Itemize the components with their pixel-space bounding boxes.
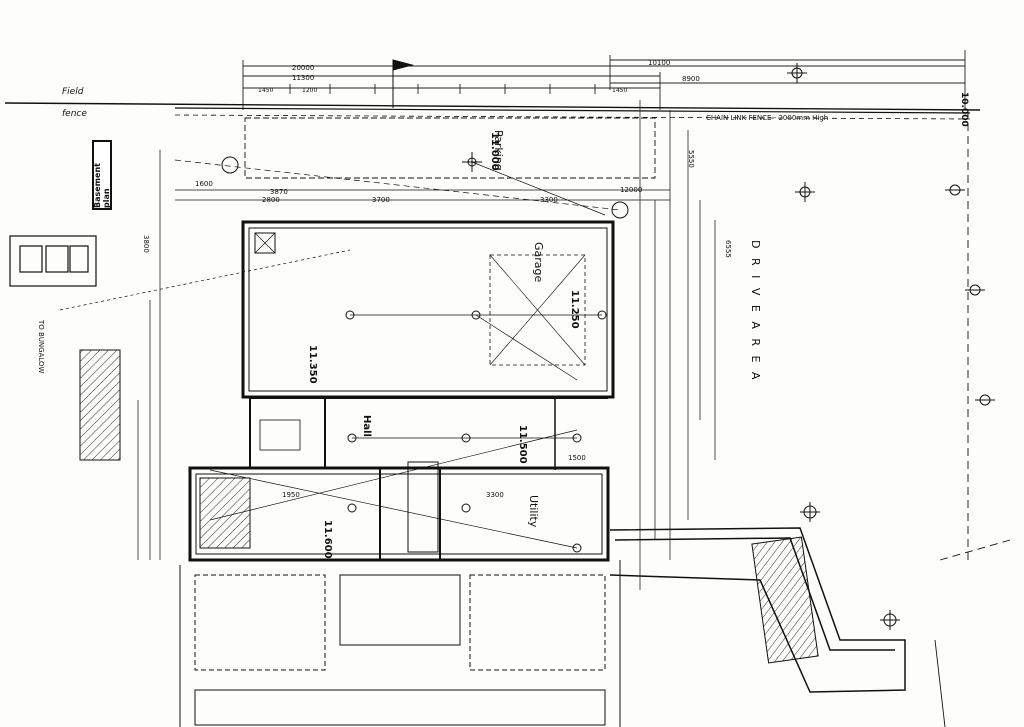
dim-3300: 3300 [540, 196, 558, 204]
dim-1200-a: 1200 [302, 87, 317, 94]
utility-label: Utility [527, 495, 540, 528]
boundary-fence-line [4, 102, 981, 120]
dim-10100: 10100 [648, 59, 670, 67]
north-flag [392, 59, 414, 108]
service-lines [59, 159, 621, 549]
dim-11300: 11300 [292, 74, 314, 82]
level-11500: 11.500 [517, 425, 528, 464]
fence-label: fence [62, 109, 87, 119]
dim-1450-b: 1450 [612, 87, 627, 94]
dim-1500: 1500 [568, 454, 586, 462]
level-11350: 11.350 [307, 345, 318, 384]
ramp-walls [609, 527, 906, 693]
bottom-foundations [179, 560, 621, 727]
parking-strip [175, 117, 670, 201]
chain-fence-label: CHAIN LINK FENCE - 2000mm High [706, 114, 828, 122]
right-boundary [934, 110, 1011, 727]
dim-3300-b: 3300 [486, 491, 504, 499]
drive-area-label: D R I V E A R E A [749, 240, 762, 383]
dim-2800: 2800 [262, 196, 280, 204]
dim-3800: 3800 [142, 235, 150, 253]
dim-3700: 3700 [372, 196, 390, 204]
lower-rooms-walls [188, 397, 610, 562]
side-dimension-lines [137, 100, 716, 590]
dim-6555: 6555 [724, 240, 732, 258]
hall-label: Hall [361, 415, 372, 437]
dim-1600: 1600 [195, 180, 213, 188]
location-inset [9, 235, 97, 287]
level-10000: 10.000 [959, 92, 969, 127]
dim-8900: 8900 [682, 75, 700, 83]
garage-label: Garage [532, 242, 545, 283]
dim-12000: 12000 [620, 186, 642, 194]
dim-5550: 5550 [687, 150, 695, 168]
top-dimension-lines [242, 50, 966, 110]
dim-1950: 1950 [282, 491, 300, 499]
basement-plan-title: Basement plan [93, 163, 111, 208]
garage-level: 11.250 [569, 290, 580, 329]
field-label: Field [62, 87, 84, 97]
dim-3870: 3870 [270, 188, 288, 196]
basement-plan-box: Basement plan [92, 140, 112, 210]
dim-1450-a: 1450 [258, 87, 273, 94]
dim-20000: 20000 [292, 64, 314, 72]
to-bungalow-label: TO BUNGALOW [37, 320, 45, 374]
level-11600: 11.600 [322, 520, 333, 559]
garage-walls [241, 220, 615, 399]
parking-level: 11.000 [489, 132, 500, 171]
